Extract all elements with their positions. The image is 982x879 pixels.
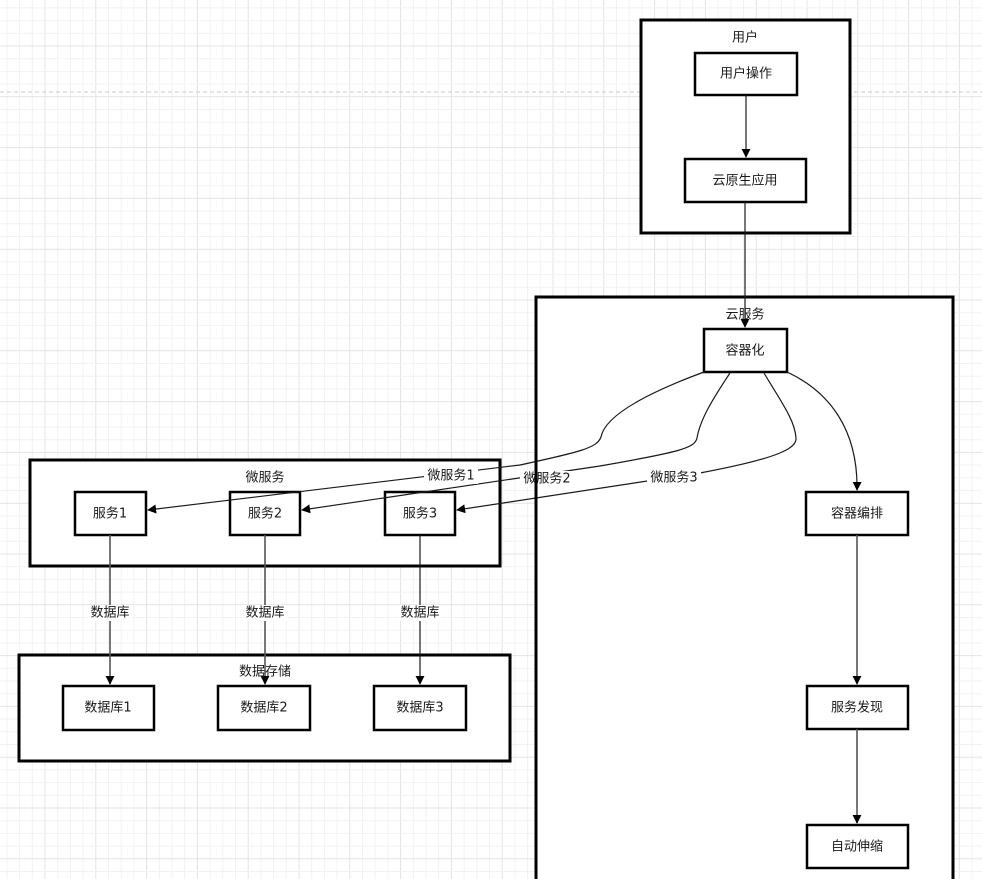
edge-microservice-1[interactable] [147, 371, 705, 514]
node-database-1[interactable]: 数据库1 [61, 684, 156, 732]
edge-label-database-1: 数据库 [88, 605, 132, 621]
node-cloud-native-app-label: 云原生应用 [712, 173, 777, 189]
svg-text:数据库: 数据库 [400, 605, 439, 621]
node-orchestration[interactable]: 容器编排 [804, 490, 910, 537]
container-cloud-service-title: 云服务 [725, 307, 764, 323]
node-service-3-label: 服务3 [403, 506, 437, 522]
container-cloud-service[interactable] [534, 295, 955, 879]
edge-microservice-3[interactable] [456, 372, 797, 514]
node-user-operation[interactable]: 用户操作 [693, 51, 799, 97]
svg-text:微服务2: 微服务2 [523, 471, 570, 487]
node-service-discovery[interactable]: 服务发现 [805, 684, 910, 731]
container-user-title: 用户 [732, 30, 758, 46]
node-containerize[interactable]: 容器化 [702, 327, 789, 374]
node-database-1-label: 数据库1 [84, 700, 131, 716]
svg-text:数据库: 数据库 [90, 605, 129, 621]
edge-label-database-2: 数据库 [243, 605, 287, 621]
svg-text:微服务3: 微服务3 [650, 470, 697, 486]
edge-label-microservice-3: 微服务3 [647, 470, 701, 486]
node-autoscale-label: 自动伸缩 [831, 839, 883, 855]
edge-label-microservice-1: 微服务1 [424, 468, 478, 484]
edge-label-database-3: 数据库 [398, 605, 442, 621]
node-containerize-label: 容器化 [725, 343, 764, 359]
node-service-1-label: 服务1 [93, 506, 127, 522]
node-orchestration-label: 容器编排 [831, 506, 883, 522]
node-database-3[interactable]: 数据库3 [372, 684, 468, 732]
node-user-operation-label: 用户操作 [720, 66, 772, 82]
node-autoscale[interactable]: 自动伸缩 [805, 823, 910, 870]
svg-text:微服务1: 微服务1 [427, 468, 474, 484]
node-service-2-label: 服务2 [248, 506, 282, 522]
node-database-2-label: 数据库2 [240, 700, 287, 716]
edge-microservice-2[interactable] [301, 372, 731, 514]
svg-text:数据库: 数据库 [245, 605, 284, 621]
node-service-1[interactable]: 服务1 [73, 490, 148, 537]
node-database-3-label: 数据库3 [396, 700, 443, 716]
node-cloud-native-app[interactable]: 云原生应用 [683, 157, 808, 204]
node-service-3[interactable]: 服务3 [383, 490, 457, 537]
node-service-discovery-label: 服务发现 [831, 700, 883, 716]
container-data-storage-title: 数据存储 [239, 665, 291, 680]
container-microservices-title: 微服务 [245, 470, 284, 486]
edge-label-microservice-2: 微服务2 [520, 471, 574, 487]
edge-containerize-to-orchestration[interactable] [786, 371, 862, 491]
node-database-2[interactable]: 数据库2 [216, 684, 312, 732]
